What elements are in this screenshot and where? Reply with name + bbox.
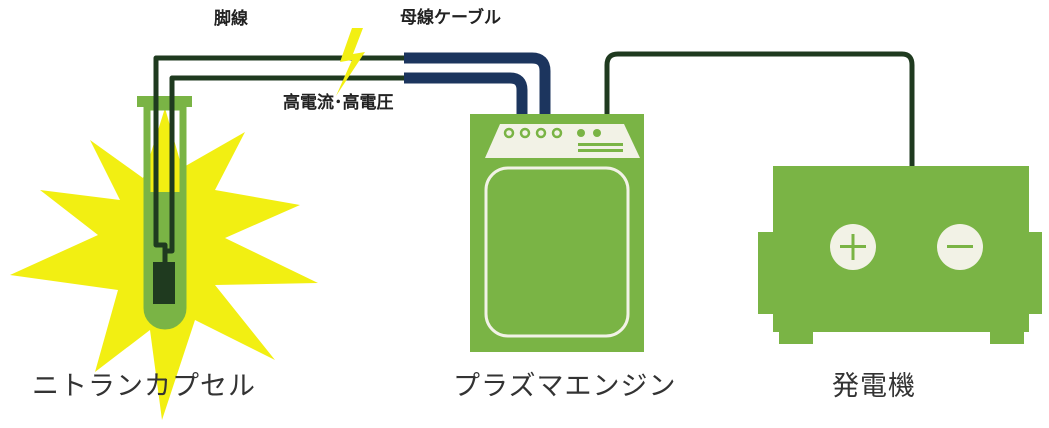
plasma-engine-icon bbox=[470, 114, 644, 352]
detonator-block bbox=[153, 262, 175, 304]
lead-wire-label: 脚線 bbox=[214, 9, 248, 29]
generator-wire bbox=[604, 51, 915, 166]
bus-cable-inner bbox=[404, 72, 528, 114]
plasma-engine-label: プラズマエンジン bbox=[453, 371, 677, 402]
lead-wire-inner bbox=[162, 75, 404, 268]
bus-cable-outer bbox=[404, 52, 551, 114]
generator-label: 発電機 bbox=[832, 371, 916, 402]
bus-cable-label: 母線ケーブル bbox=[400, 8, 501, 28]
nitoran-capsule-label: ニトランカプセル bbox=[32, 371, 256, 402]
lightning-bolt-icon bbox=[336, 28, 365, 96]
high-current-label: 高電流･高電圧 bbox=[283, 93, 394, 113]
generator-icon bbox=[758, 166, 1042, 344]
